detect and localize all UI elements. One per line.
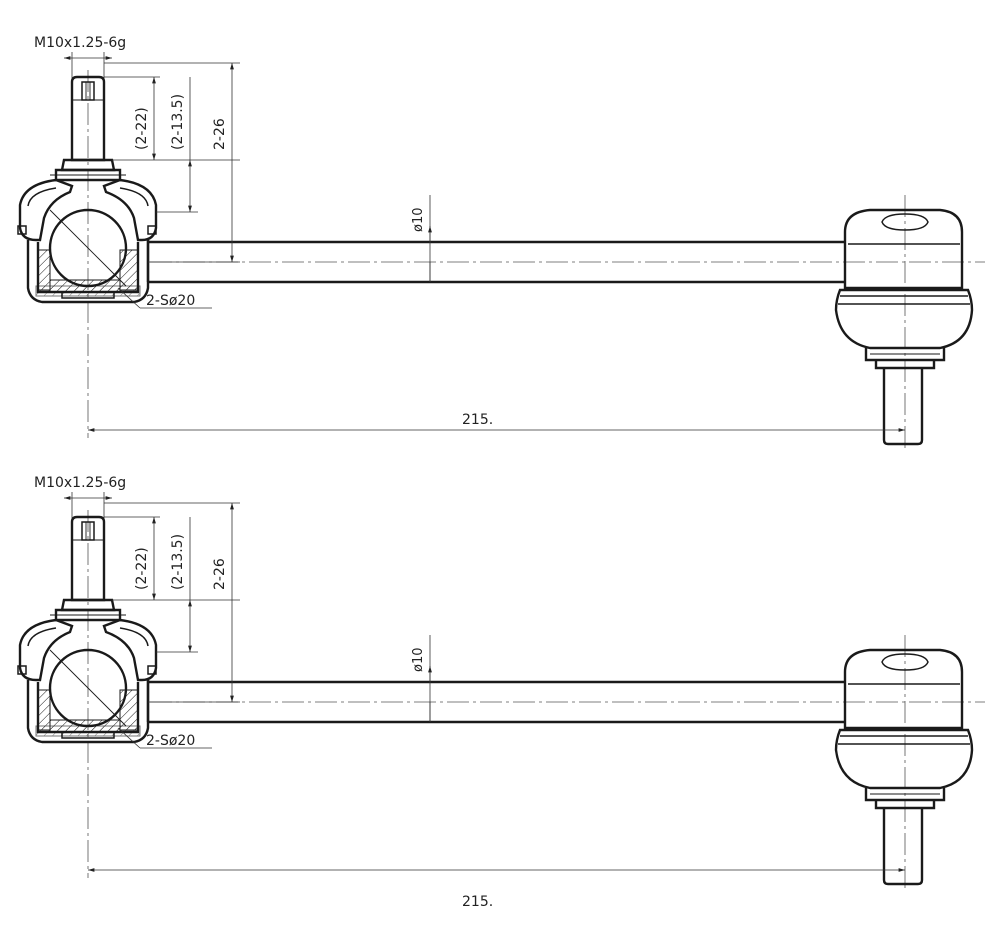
link-view-bottom <box>18 492 985 890</box>
length-label-bottom: 215. <box>462 894 493 910</box>
dim-2-13-5-label-bottom: (2-13.5) <box>170 534 186 590</box>
dim-2-26-label-top: 2-26 <box>212 118 228 150</box>
ball-diameter-label-top: 2-Sø20 <box>146 293 195 309</box>
length-label-top: 215. <box>462 412 493 428</box>
dim-2-22-label-bottom: (2-22) <box>134 547 150 590</box>
ball-diameter-label-bottom: 2-Sø20 <box>146 733 195 749</box>
thread-label-top: M10x1.25-6g <box>34 35 126 51</box>
dim-2-26-label-bottom: 2-26 <box>212 558 228 590</box>
link-view-top <box>18 52 985 450</box>
dim-2-22-label-top: (2-22) <box>134 107 150 150</box>
rod-diameter-label-bottom: ø10 <box>411 648 426 673</box>
dim-2-13-5-label-top: (2-13.5) <box>170 94 186 150</box>
rod-diameter-label-top: ø10 <box>411 208 426 233</box>
thread-label-bottom: M10x1.25-6g <box>34 475 126 491</box>
